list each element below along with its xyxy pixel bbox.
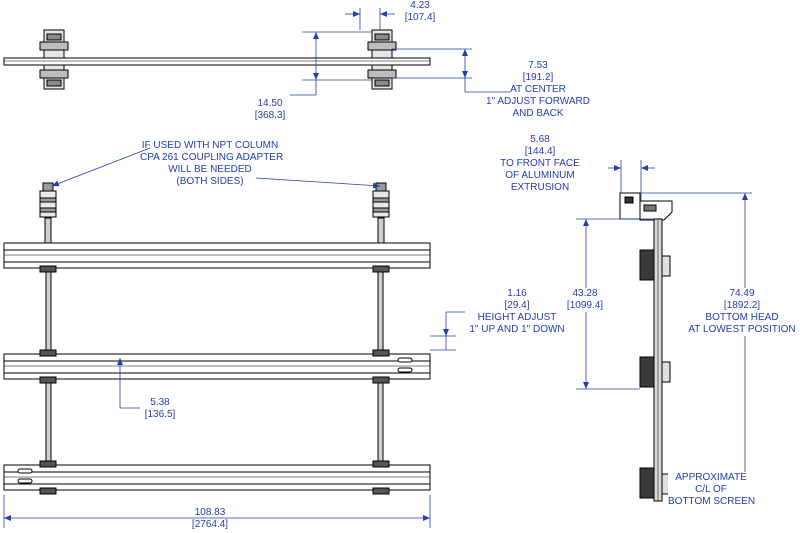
screen-centerline-note-line-2: C/L OF [695,484,727,495]
left-coupling [39,182,57,218]
top-view-rail [3,57,431,66]
dim-clamp-width: 4.23 [107.4] [400,0,440,24]
dim-overall-width-mm: [2764.4] [191,519,229,530]
top-view-right-clamp [367,29,397,90]
dim-rail-spacing-mm: [136.5] [144,409,176,420]
rail-top [3,242,431,273]
side-view-head [619,192,673,221]
dim-offset-in: 14.50 [257,98,283,109]
screen-centerline-note-line-3: BOTTOM SCREEN [668,496,756,507]
front-view [3,182,431,495]
dim-rail-spacing: 5.38 [136.5] [140,397,180,421]
dim-front-face-mm: [144.4] [524,146,556,157]
dim-bottom-head-note-2: AT LOWEST POSITION [688,324,796,335]
top-view-left-clamp [39,29,69,90]
dim-overall-width-in: 108.83 [194,507,226,518]
screen-centerline-note-line-1: APPROXIMATE [675,472,747,483]
dim-height-adjust: 1.16 [29.4] HEIGHT ADJUST 1" UP AND 1" D… [462,288,572,336]
coupling-note-line-4: (BOTH SIDES) [176,176,244,187]
dim-bottom-head-in: 74.49 [729,288,755,299]
dim-depth: 7.53 [191.2] AT CENTER 1" ADJUST FORWARD… [478,60,598,120]
dim-height-adjust-mm: [29.4] [504,300,530,311]
side-view [619,192,673,502]
dim-depth-note-2: 1" ADJUST FORWARD [486,96,590,107]
top-view [3,29,431,90]
dim-depth-note-3: AND BACK [512,108,564,119]
dim-overall-width: 108.83 [2764.4] [180,507,240,531]
dim-clamp-width-in: 4.23 [410,0,430,11]
dim-clamp-width-mm: [107.4] [404,12,436,23]
side-view-clamp-upper [639,249,671,281]
top-view-dimensions [290,8,510,96]
rail-bottom [3,460,431,495]
dim-offset: 14.50 [368.3] [250,98,290,122]
dim-column-height-mm: [1099.4] [566,300,604,311]
dim-column-height: 43.28 [1099.4] [558,288,612,312]
dim-height-adjust-note-2: 1" UP AND 1" DOWN [469,324,565,335]
dim-front-face-note-1: TO FRONT FACE [500,158,580,169]
coupling-note: IF USED WITH NPT COLUMN CPA 261 COUPLING… [140,140,284,188]
coupling-note-line-3: WILL BE NEEDED [168,164,252,175]
screen-centerline-note: APPROXIMATE C/L OF BOTTOM SCREEN [668,472,756,508]
rail-middle [3,349,431,384]
coupling-note-line-2: CPA 261 COUPLING ADAPTER [140,152,284,163]
dim-front-face-note-2: OF ALUMINUM [505,170,575,181]
side-view-clamp-middle [639,356,671,388]
dim-rail-spacing-in: 5.38 [150,397,170,408]
dim-bottom-head-mm: [1892.2] [723,300,761,311]
dim-depth-note-1: AT CENTER [510,84,566,95]
side-view-column [653,218,663,502]
dim-height-adjust-in: 1.16 [507,288,527,299]
dim-front-face: 5.68 [144.4] TO FRONT FACE OF ALUMINUM E… [490,134,590,194]
dim-front-face-in: 5.68 [530,134,550,145]
dim-front-face-note-3: EXTRUSION [510,182,570,193]
dim-height-adjust-note-1: HEIGHT ADJUST [477,312,557,323]
front-view-dimensions [3,147,465,528]
dim-depth-in: 7.53 [528,60,548,71]
dim-offset-mm: [368.3] [254,110,286,121]
coupling-note-line-1: IF USED WITH NPT COLUMN [141,140,279,151]
dim-column-height-in: 43.28 [572,288,598,299]
right-coupling [372,182,390,218]
dim-bottom-head: 74.49 [1892.2] BOTTOM HEAD AT LOWEST POS… [684,288,800,336]
dim-bottom-head-note-1: BOTTOM HEAD [705,312,779,323]
dim-depth-mm: [191.2] [522,72,554,83]
